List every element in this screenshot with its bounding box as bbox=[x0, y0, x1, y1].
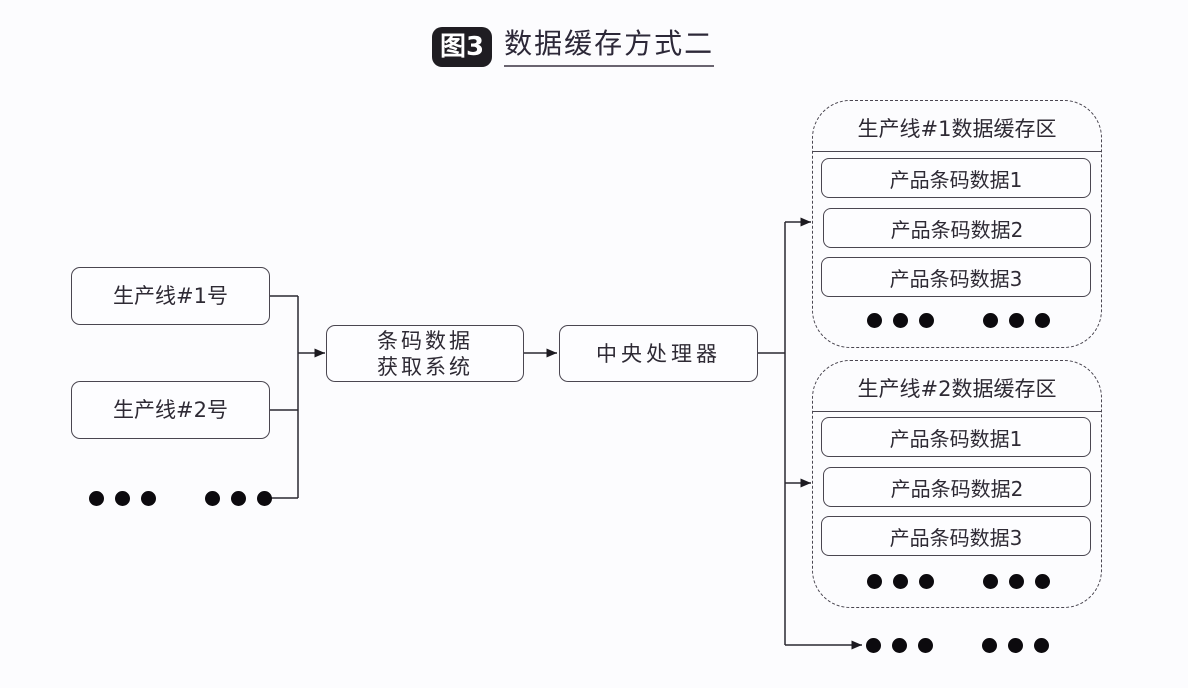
cache-2-item-1: 产品条码数据1 bbox=[821, 417, 1091, 457]
figure-title-text: 数据缓存方式二 bbox=[504, 27, 715, 67]
acquisition-label-line1: 条码数据 bbox=[377, 328, 473, 353]
more-dots-icon bbox=[867, 574, 1050, 589]
cpu-box: 中央处理器 bbox=[559, 325, 758, 382]
cache-area-2: 生产线#2数据缓存区 产品条码数据1 产品条码数据2 产品条码数据3 bbox=[812, 360, 1102, 608]
barcode-acquisition-box: 条码数据 获取系统 bbox=[326, 325, 524, 382]
cache-area-2-title: 生产线#2数据缓存区 bbox=[813, 373, 1101, 412]
production-line-1-label: 生产线#1号 bbox=[113, 284, 228, 308]
cache-2-item-2: 产品条码数据2 bbox=[823, 467, 1091, 507]
production-line-2-box: 生产线#2号 bbox=[71, 381, 270, 439]
more-dots-icon bbox=[867, 313, 1050, 328]
production-line-2-label: 生产线#2号 bbox=[113, 398, 228, 422]
cache-area-1: 生产线#1数据缓存区 产品条码数据1 产品条码数据2 产品条码数据3 bbox=[812, 100, 1102, 348]
cache-2-item-3: 产品条码数据3 bbox=[821, 516, 1091, 556]
cache-1-item-3: 产品条码数据3 bbox=[821, 257, 1091, 297]
acquisition-label-line2: 获取系统 bbox=[377, 354, 473, 379]
cpu-label: 中央处理器 bbox=[596, 341, 721, 366]
cache-1-item-2: 产品条码数据2 bbox=[823, 208, 1091, 248]
cache-area-1-title: 生产线#1数据缓存区 bbox=[813, 113, 1101, 152]
figure-title: 图3 数据缓存方式二 bbox=[432, 26, 715, 68]
figure-badge: 图3 bbox=[432, 27, 493, 67]
production-line-1-box: 生产线#1号 bbox=[71, 267, 270, 325]
more-dots-icon bbox=[89, 491, 272, 506]
more-dots-icon bbox=[866, 638, 1049, 653]
cache-1-item-1: 产品条码数据1 bbox=[821, 158, 1091, 198]
